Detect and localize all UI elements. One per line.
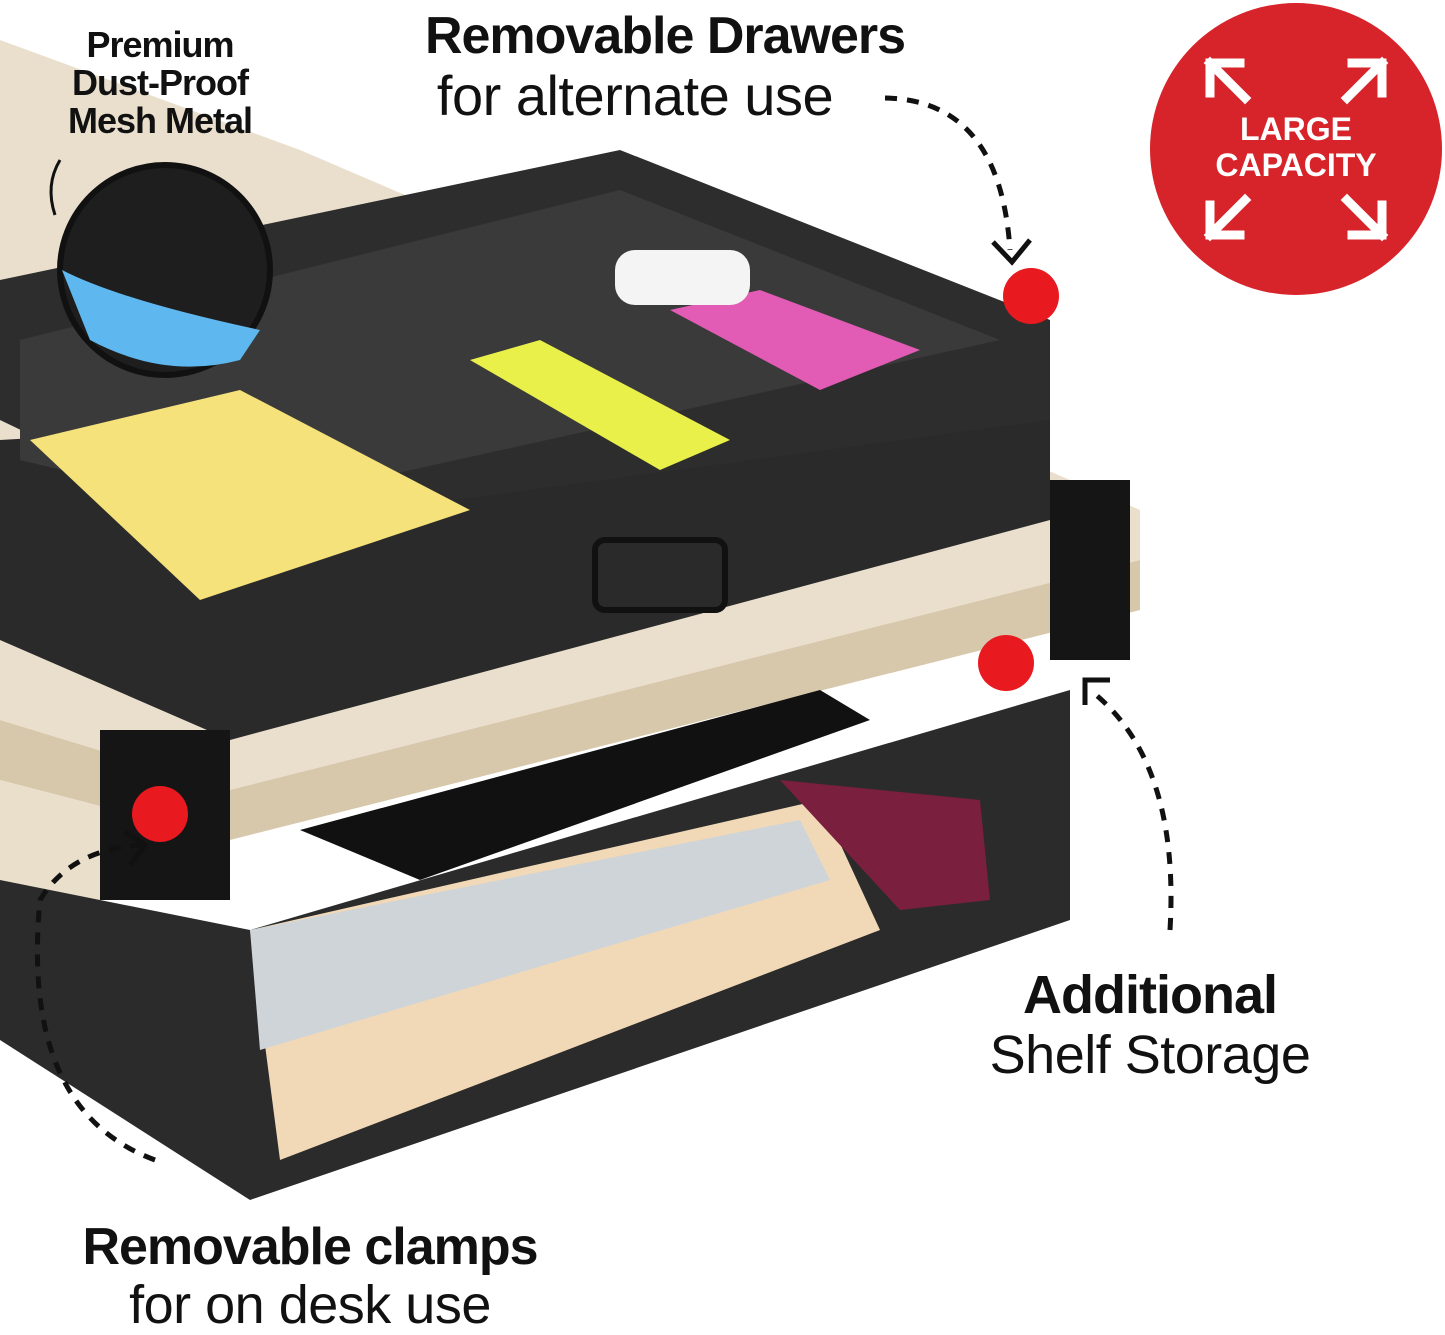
tablet — [300, 690, 870, 880]
badge-line1: LARGE — [1240, 111, 1352, 147]
drawer-handle — [592, 537, 728, 613]
mesh-label-line3: Mesh Metal — [67, 100, 253, 141]
dashed-arrow-clamps — [35, 842, 156, 1163]
expand-arrows-icon — [1203, 56, 1389, 242]
mesh-label-line2: Dust-Proof — [72, 62, 249, 103]
shelf-title: Additional — [1023, 965, 1278, 1025]
calculator — [670, 290, 920, 390]
dashed-arrow-drawers — [884, 95, 1013, 251]
earbuds-case — [615, 250, 750, 305]
marker-dot-shelf — [978, 635, 1034, 691]
drawers-subtitle: for alternate use — [436, 64, 834, 127]
mesh-label-line1: Premium — [86, 24, 234, 65]
dashed-arrow-shelf — [1088, 688, 1174, 931]
marker-dot-clamps — [132, 786, 188, 842]
shelf-subtitle: Shelf Storage — [989, 1025, 1311, 1085]
stapler — [780, 780, 990, 910]
clamp-right — [1050, 480, 1130, 660]
sticky-notes — [30, 390, 470, 600]
clamps-subtitle: for on desk use — [129, 1275, 491, 1335]
drawers-label: Removable Drawers for alternate use — [380, 6, 950, 126]
clamps-title: Removable clamps — [82, 1218, 538, 1276]
badge-line2: CAPACITY — [1215, 147, 1377, 183]
notebooks — [250, 820, 830, 1050]
marker-dot-drawers — [1003, 268, 1059, 324]
clamps-label: Removable clamps for on desk use — [40, 1218, 580, 1334]
large-capacity-badge: LARGE CAPACITY — [1150, 3, 1442, 295]
drawers-title: Removable Drawers — [424, 7, 906, 65]
mesh-label: Premium Dust-Proof Mesh Metal — [40, 26, 280, 140]
highlighters — [470, 340, 730, 470]
shelf-label: Additional Shelf Storage — [960, 965, 1340, 1085]
